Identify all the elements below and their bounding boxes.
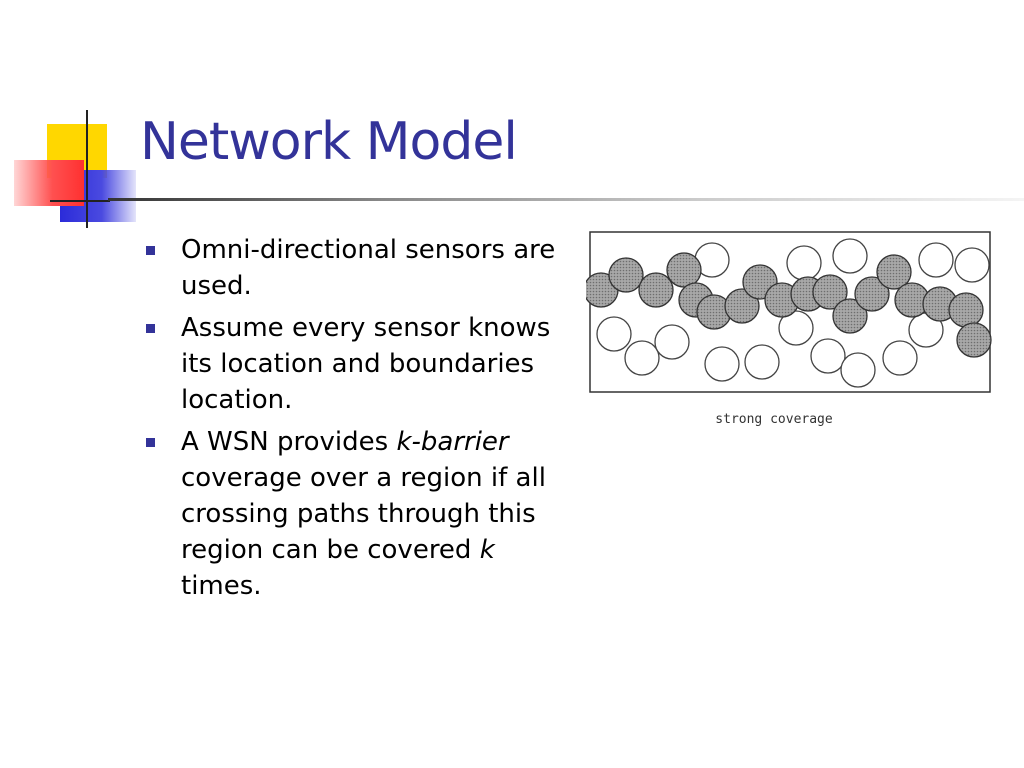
horizontal-line xyxy=(50,200,110,202)
bullet-text: A WSN provides k-barrier coverage over a… xyxy=(181,427,546,601)
sensor-circle-empty xyxy=(882,340,918,376)
sensor-circle-filled xyxy=(876,254,912,290)
bullet-item: Omni-directional sensors are used. xyxy=(146,232,556,304)
sensor-circle-empty xyxy=(832,238,868,274)
sensor-circle-filled xyxy=(832,298,868,334)
sensor-circle-empty xyxy=(596,316,632,352)
sensor-circle-empty xyxy=(810,338,846,374)
sensor-circle-empty xyxy=(954,247,990,283)
vertical-line xyxy=(86,110,88,228)
sensor-circle-filled xyxy=(724,288,760,324)
sensor-circle-empty xyxy=(786,245,822,281)
bullet-text-part: A WSN provides xyxy=(181,427,397,457)
bullet-text: Omni-directional sensors are used. xyxy=(181,235,556,301)
bullet-text-part: coverage over a region if all crossing p… xyxy=(181,463,546,565)
bullet-text-italic: k-barrier xyxy=(396,427,509,457)
sensor-circle-empty xyxy=(654,324,690,360)
bullet-text-part: times. xyxy=(181,571,262,601)
title-underline xyxy=(108,198,1024,201)
sensor-circle-empty xyxy=(840,352,876,388)
sensor-circle-empty xyxy=(918,242,954,278)
figure-caption: strong coverage xyxy=(715,412,833,427)
bullet-icon xyxy=(146,246,155,255)
bullet-item: A WSN provides k-barrier coverage over a… xyxy=(146,424,556,604)
slide-title: Network Model xyxy=(140,112,518,172)
sensor-circle-empty xyxy=(744,344,780,380)
bullet-icon xyxy=(146,324,155,333)
sensor-circle-filled xyxy=(666,252,702,288)
sensor-circle-empty xyxy=(778,310,814,346)
sensor-circle-empty xyxy=(624,340,660,376)
sensor-circle-filled xyxy=(638,272,674,308)
logo-decoration xyxy=(0,0,160,240)
bullet-text-italic: k xyxy=(479,535,495,565)
sensor-circle-filled xyxy=(608,257,644,293)
bullet-text: Assume every sensor knows its location a… xyxy=(181,313,551,415)
red-square xyxy=(14,160,84,206)
sensor-circle-filled xyxy=(812,274,848,310)
coverage-figure xyxy=(586,231,992,393)
sensor-circle-filled xyxy=(956,322,992,358)
sensor-circle-empty xyxy=(704,346,740,382)
bullet-icon xyxy=(146,438,155,447)
bullet-item: Assume every sensor knows its location a… xyxy=(146,310,556,418)
sensor-circle-filled xyxy=(854,276,890,312)
sensor-circle-filled xyxy=(948,292,984,328)
bullet-list: Omni-directional sensors are used. Assum… xyxy=(146,232,556,610)
sensor-layer xyxy=(586,238,992,388)
